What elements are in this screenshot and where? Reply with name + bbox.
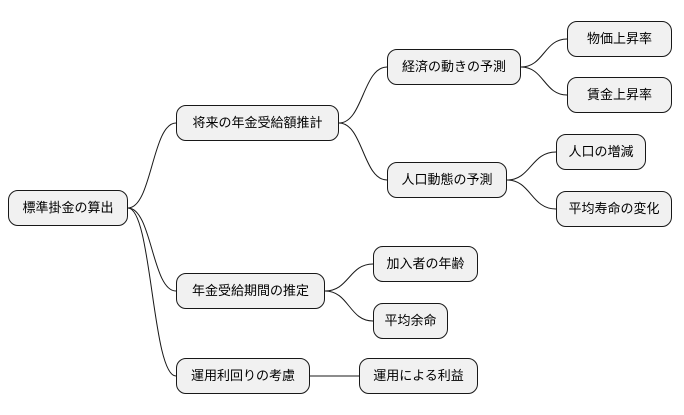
- edge-demography-to-lifespan: [506, 179, 557, 210]
- node-investment-return: 運用による利益: [359, 358, 478, 394]
- node-member-age: 加入者の年齢: [373, 246, 478, 282]
- node-label: 年金受給期間の推定: [191, 283, 309, 299]
- node-label: 賃金上昇率: [586, 87, 652, 103]
- node-label: 経済の動きの予測: [401, 59, 506, 75]
- edge-economy-to-price-rise: [520, 38, 568, 68]
- node-population-change: 人口の増減: [556, 134, 646, 170]
- edge-root-to-future-pension: [127, 122, 177, 209]
- node-label: 運用利回りの考慮: [190, 368, 295, 384]
- edge-future-pension-to-demography: [338, 122, 388, 181]
- node-wage-increase-rate: 賃金上昇率: [567, 77, 672, 113]
- node-investment-yield: 運用利回りの考慮: [176, 358, 310, 394]
- node-label: 平均寿命の変化: [568, 201, 660, 217]
- node-price-increase-rate: 物価上昇率: [567, 21, 672, 57]
- node-lifespan-change: 平均寿命の変化: [556, 191, 672, 227]
- edge-payment-period-to-life-expectancy: [324, 290, 374, 322]
- node-payment-period-estimate: 年金受給期間の推定: [176, 273, 325, 309]
- node-label: 人口の増減: [568, 144, 634, 160]
- edge-root-to-investment-yield: [127, 207, 177, 377]
- node-economic-forecast: 経済の動きの予測: [387, 49, 521, 85]
- node-demographic-forecast: 人口動態の予測: [387, 162, 507, 198]
- edge-future-pension-to-economy: [338, 66, 388, 124]
- node-label: 標準掛金の算出: [22, 200, 114, 216]
- node-label: 平均余命: [384, 313, 437, 329]
- node-future-pension-estimate: 将来の年金受給額推計: [176, 105, 339, 141]
- node-label: 加入者の年齢: [386, 256, 465, 272]
- node-root-standard-contribution: 標準掛金の算出: [8, 190, 128, 226]
- node-label: 将来の年金受給額推計: [192, 115, 323, 131]
- edge-demography-to-population: [506, 151, 557, 181]
- edge-payment-period-to-age: [324, 263, 374, 292]
- edge-root-to-payment-period: [127, 207, 177, 292]
- node-label: 物価上昇率: [586, 31, 652, 47]
- node-label: 運用による利益: [373, 368, 464, 384]
- node-life-expectancy: 平均余命: [373, 303, 448, 339]
- node-label: 人口動態の予測: [401, 172, 493, 188]
- edge-economy-to-wage-rise: [520, 66, 568, 96]
